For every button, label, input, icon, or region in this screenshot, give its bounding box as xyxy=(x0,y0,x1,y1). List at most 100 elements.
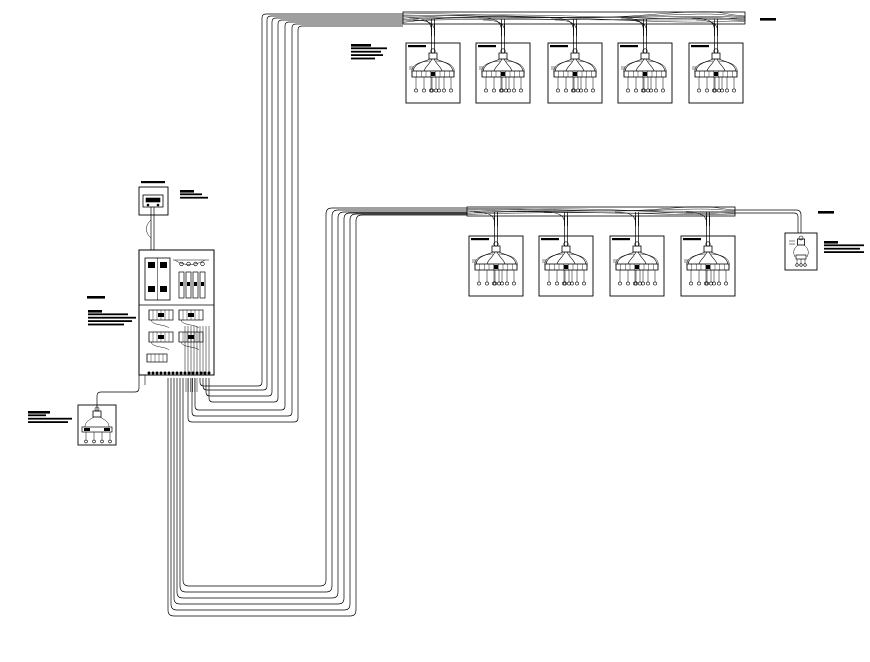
cable-routes xyxy=(167,11,802,617)
label-line xyxy=(351,47,387,50)
lead-terminal xyxy=(414,88,418,93)
outgoing-lug xyxy=(147,371,151,375)
mcb xyxy=(178,271,185,299)
block-wire xyxy=(150,341,170,351)
branch-wire xyxy=(568,251,587,265)
mcb xyxy=(185,271,192,299)
lead-terminal xyxy=(108,439,112,444)
branch-wire xyxy=(505,58,524,72)
branch-wire xyxy=(716,58,726,72)
lead-terminal xyxy=(449,88,453,93)
label-line xyxy=(818,211,834,214)
cable-to-top-trunk xyxy=(187,25,403,423)
branch-cable xyxy=(735,212,799,233)
lead-terminal xyxy=(584,88,588,93)
branch-wire xyxy=(423,58,433,72)
branch-wire xyxy=(803,244,809,258)
label-blocks xyxy=(28,18,864,423)
lead-terminal xyxy=(646,281,650,286)
trunk-cable xyxy=(402,11,746,18)
lead-terminal xyxy=(519,88,523,93)
mcb-terminal xyxy=(200,261,205,267)
trunk-cable xyxy=(402,16,746,19)
unit-tag xyxy=(620,45,638,48)
trunk-cable xyxy=(466,206,736,212)
branch-wire xyxy=(647,58,666,72)
connector xyxy=(711,52,721,60)
lead-terminal xyxy=(505,281,509,286)
lead-terminal xyxy=(633,281,637,286)
connector xyxy=(92,410,102,418)
strip-center xyxy=(714,72,718,76)
left-unit-note xyxy=(28,411,72,423)
lead-terminal xyxy=(92,439,96,444)
label-line xyxy=(180,190,194,193)
lead-terminal xyxy=(634,88,638,93)
cable-to-middle-trunk xyxy=(170,213,467,611)
lead-terminal xyxy=(571,88,575,93)
gland xyxy=(430,48,436,54)
connector xyxy=(570,52,580,60)
lead-terminal xyxy=(422,88,426,93)
label-line xyxy=(824,251,864,253)
indoor-unit-mid-3 xyxy=(609,212,665,297)
label-line xyxy=(88,320,132,322)
outgoing-lug xyxy=(199,371,203,375)
branch-wire xyxy=(486,251,496,265)
indoor-unit-top-5 xyxy=(688,19,744,104)
breaker-handle xyxy=(160,262,167,268)
block-wire xyxy=(180,341,200,351)
lead-terminal xyxy=(803,263,807,267)
trunk-cable xyxy=(466,208,736,212)
right-outdoor-unit xyxy=(784,232,818,271)
lead-terminal xyxy=(704,281,708,286)
label-line xyxy=(88,313,128,316)
connector xyxy=(498,52,508,60)
label-line xyxy=(824,244,864,247)
unit-frame xyxy=(468,235,524,297)
bus-wire xyxy=(174,259,206,265)
mcb xyxy=(192,271,199,299)
unit-tag xyxy=(550,45,568,48)
branch-wire xyxy=(639,251,658,265)
unit-tag xyxy=(683,238,701,241)
unit-tag xyxy=(408,45,426,48)
unit-frame xyxy=(784,232,818,271)
unit-frame xyxy=(609,235,665,297)
branch-wire xyxy=(435,58,454,72)
trunk-cable xyxy=(466,212,736,216)
outgoing-lug xyxy=(207,371,211,375)
equipment-layer xyxy=(77,19,818,446)
label-line xyxy=(28,411,50,414)
outgoing-lug xyxy=(203,371,207,375)
mcb xyxy=(199,271,206,299)
branch-wire xyxy=(498,251,517,265)
lead-terminal xyxy=(689,281,693,286)
lead-terminal xyxy=(717,88,721,93)
outgoing-lug xyxy=(167,371,171,375)
branch-wire xyxy=(718,58,737,72)
mcb-terminal xyxy=(186,261,191,267)
branch-wire xyxy=(706,58,716,72)
strip-block xyxy=(104,428,110,431)
label-line xyxy=(28,417,72,420)
breaker-handle xyxy=(148,286,155,292)
unit-frame xyxy=(688,42,744,104)
panel-to-middle-cables xyxy=(167,207,467,617)
mcb-toggle xyxy=(187,282,190,286)
lead-terminal xyxy=(591,88,595,93)
gland xyxy=(94,406,100,412)
indoor-unit-top-3 xyxy=(547,19,603,104)
lead-terminal xyxy=(512,281,516,286)
strip-center xyxy=(494,265,498,269)
meter-note xyxy=(180,190,208,199)
label-line xyxy=(351,57,375,60)
branch-wire xyxy=(565,58,575,72)
lead-terminal xyxy=(705,88,709,93)
lead-terminal xyxy=(434,88,438,93)
strip-center xyxy=(635,265,639,269)
indoor-unit-mid-1 xyxy=(468,212,524,297)
lead-terminal xyxy=(477,281,481,286)
branch-wire xyxy=(637,251,647,265)
connector xyxy=(428,52,438,60)
